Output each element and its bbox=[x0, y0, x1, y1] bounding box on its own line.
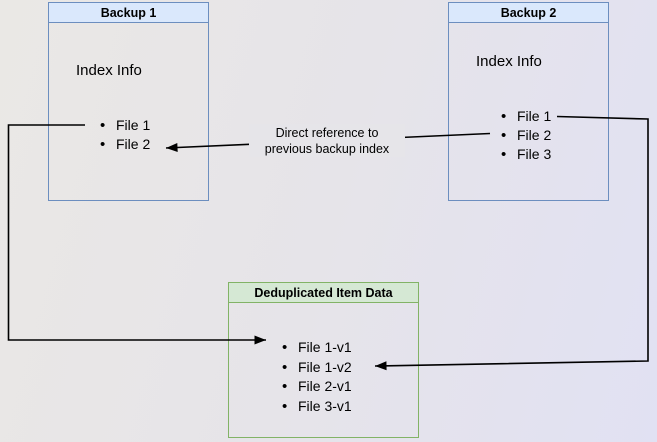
dedup-title: Deduplicated Item Data bbox=[254, 285, 393, 300]
dedup-file-item: File 1-v1 bbox=[282, 338, 352, 358]
backup1-file-item: File 2 bbox=[100, 135, 150, 154]
dedup-file-item: File 1-v2 bbox=[282, 358, 352, 378]
edge-label-direct-reference: Direct reference to previous backup inde… bbox=[249, 124, 405, 157]
backup2-header: Backup 2 bbox=[449, 3, 608, 23]
backup1-header: Backup 1 bbox=[49, 3, 208, 23]
backup1-title: Backup 1 bbox=[100, 5, 157, 20]
backup1-file-list: File 1 File 2 bbox=[100, 116, 150, 154]
edge-label-line1: Direct reference to bbox=[275, 125, 379, 140]
dedup-file-item: File 3-v1 bbox=[282, 397, 352, 417]
backup1-file-item: File 1 bbox=[100, 116, 150, 135]
dedup-file-item: File 2-v1 bbox=[282, 377, 352, 397]
backup2-title: Backup 2 bbox=[500, 5, 557, 20]
dedup-header: Deduplicated Item Data bbox=[229, 283, 418, 303]
backup2-file-list: File 1 File 2 File 3 bbox=[501, 107, 551, 164]
dedup-box: Deduplicated Item Data File 1-v1 File 1-… bbox=[228, 282, 419, 438]
dedup-file-list: File 1-v1 File 1-v2 File 2-v1 File 3-v1 bbox=[282, 338, 352, 416]
backup2-file-item: File 3 bbox=[501, 145, 551, 164]
backup2-file-item: File 2 bbox=[501, 126, 551, 145]
backup2-index-info-label: Index Info bbox=[476, 53, 542, 70]
backup1-index-info-label: Index Info bbox=[76, 62, 142, 79]
backup2-file-item: File 1 bbox=[501, 107, 551, 126]
edge-label-line2: previous backup index bbox=[264, 141, 390, 156]
backup2-box: Backup 2 Index Info File 1 File 2 File 3 bbox=[448, 2, 609, 201]
backup1-box: Backup 1 Index Info File 1 File 2 bbox=[48, 2, 209, 201]
